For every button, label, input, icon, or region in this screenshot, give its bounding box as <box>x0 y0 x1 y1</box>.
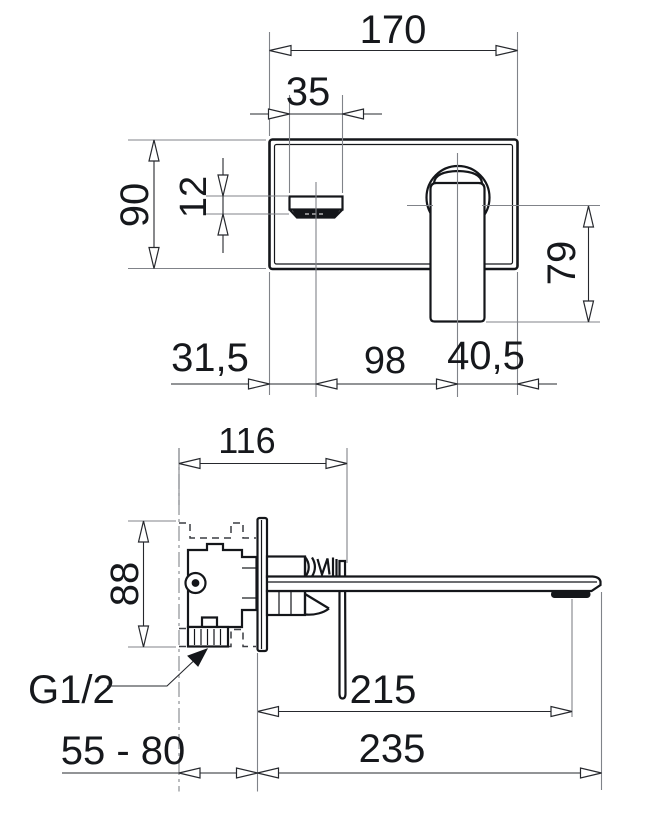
dim-spout-width: 35 <box>250 70 382 193</box>
dim-label-235: 235 <box>359 727 426 771</box>
side-view: 116 88 G1/2 215 <box>28 420 603 792</box>
dim-label-55-80: 55 - 80 <box>61 729 186 773</box>
rough-in-dashed-outline <box>179 522 256 648</box>
dim-label-88: 88 <box>103 562 147 607</box>
dim-label-98: 98 <box>364 340 406 382</box>
dim-handle-length: 79 <box>540 205 595 323</box>
front-centerlines <box>315 153 600 397</box>
spout-hub <box>265 555 338 617</box>
dim-plate-height: 90 <box>113 139 266 270</box>
handle-lever-side <box>338 559 347 700</box>
spout-side <box>265 575 602 598</box>
dim-label-215: 215 <box>350 668 417 712</box>
dim-rough-in-width: 116 <box>178 420 348 563</box>
dim-label-79: 79 <box>540 241 584 286</box>
dim-label-35: 35 <box>286 70 331 114</box>
thread-callout: G1/2 <box>28 648 209 712</box>
leader-arrow <box>187 648 209 667</box>
dim-label-12: 12 <box>173 176 215 218</box>
dim-label-40-5: 40,5 <box>447 334 525 378</box>
thread-connector <box>186 625 230 648</box>
front-view: 170 35 90 12 <box>113 8 600 397</box>
dim-chain-bottom: 31,5 98 40,5 <box>171 272 557 395</box>
dim-label-116: 116 <box>218 420 275 461</box>
dim-label-31-5: 31,5 <box>171 336 249 380</box>
dim-label-170: 170 <box>360 8 427 52</box>
wall-plate-side <box>256 516 269 653</box>
dim-aerator-height: 12 <box>173 158 289 253</box>
dim-rough-in-height: 88 <box>103 520 176 648</box>
valve-body <box>184 542 258 629</box>
dim-reach-aerator: 215 <box>257 599 573 718</box>
dim-label-90: 90 <box>113 183 157 228</box>
spout-aerator-outlet <box>551 590 591 598</box>
thread-label: G1/2 <box>28 668 115 712</box>
dim-bottom-row: 55 - 80 235 <box>61 592 603 792</box>
